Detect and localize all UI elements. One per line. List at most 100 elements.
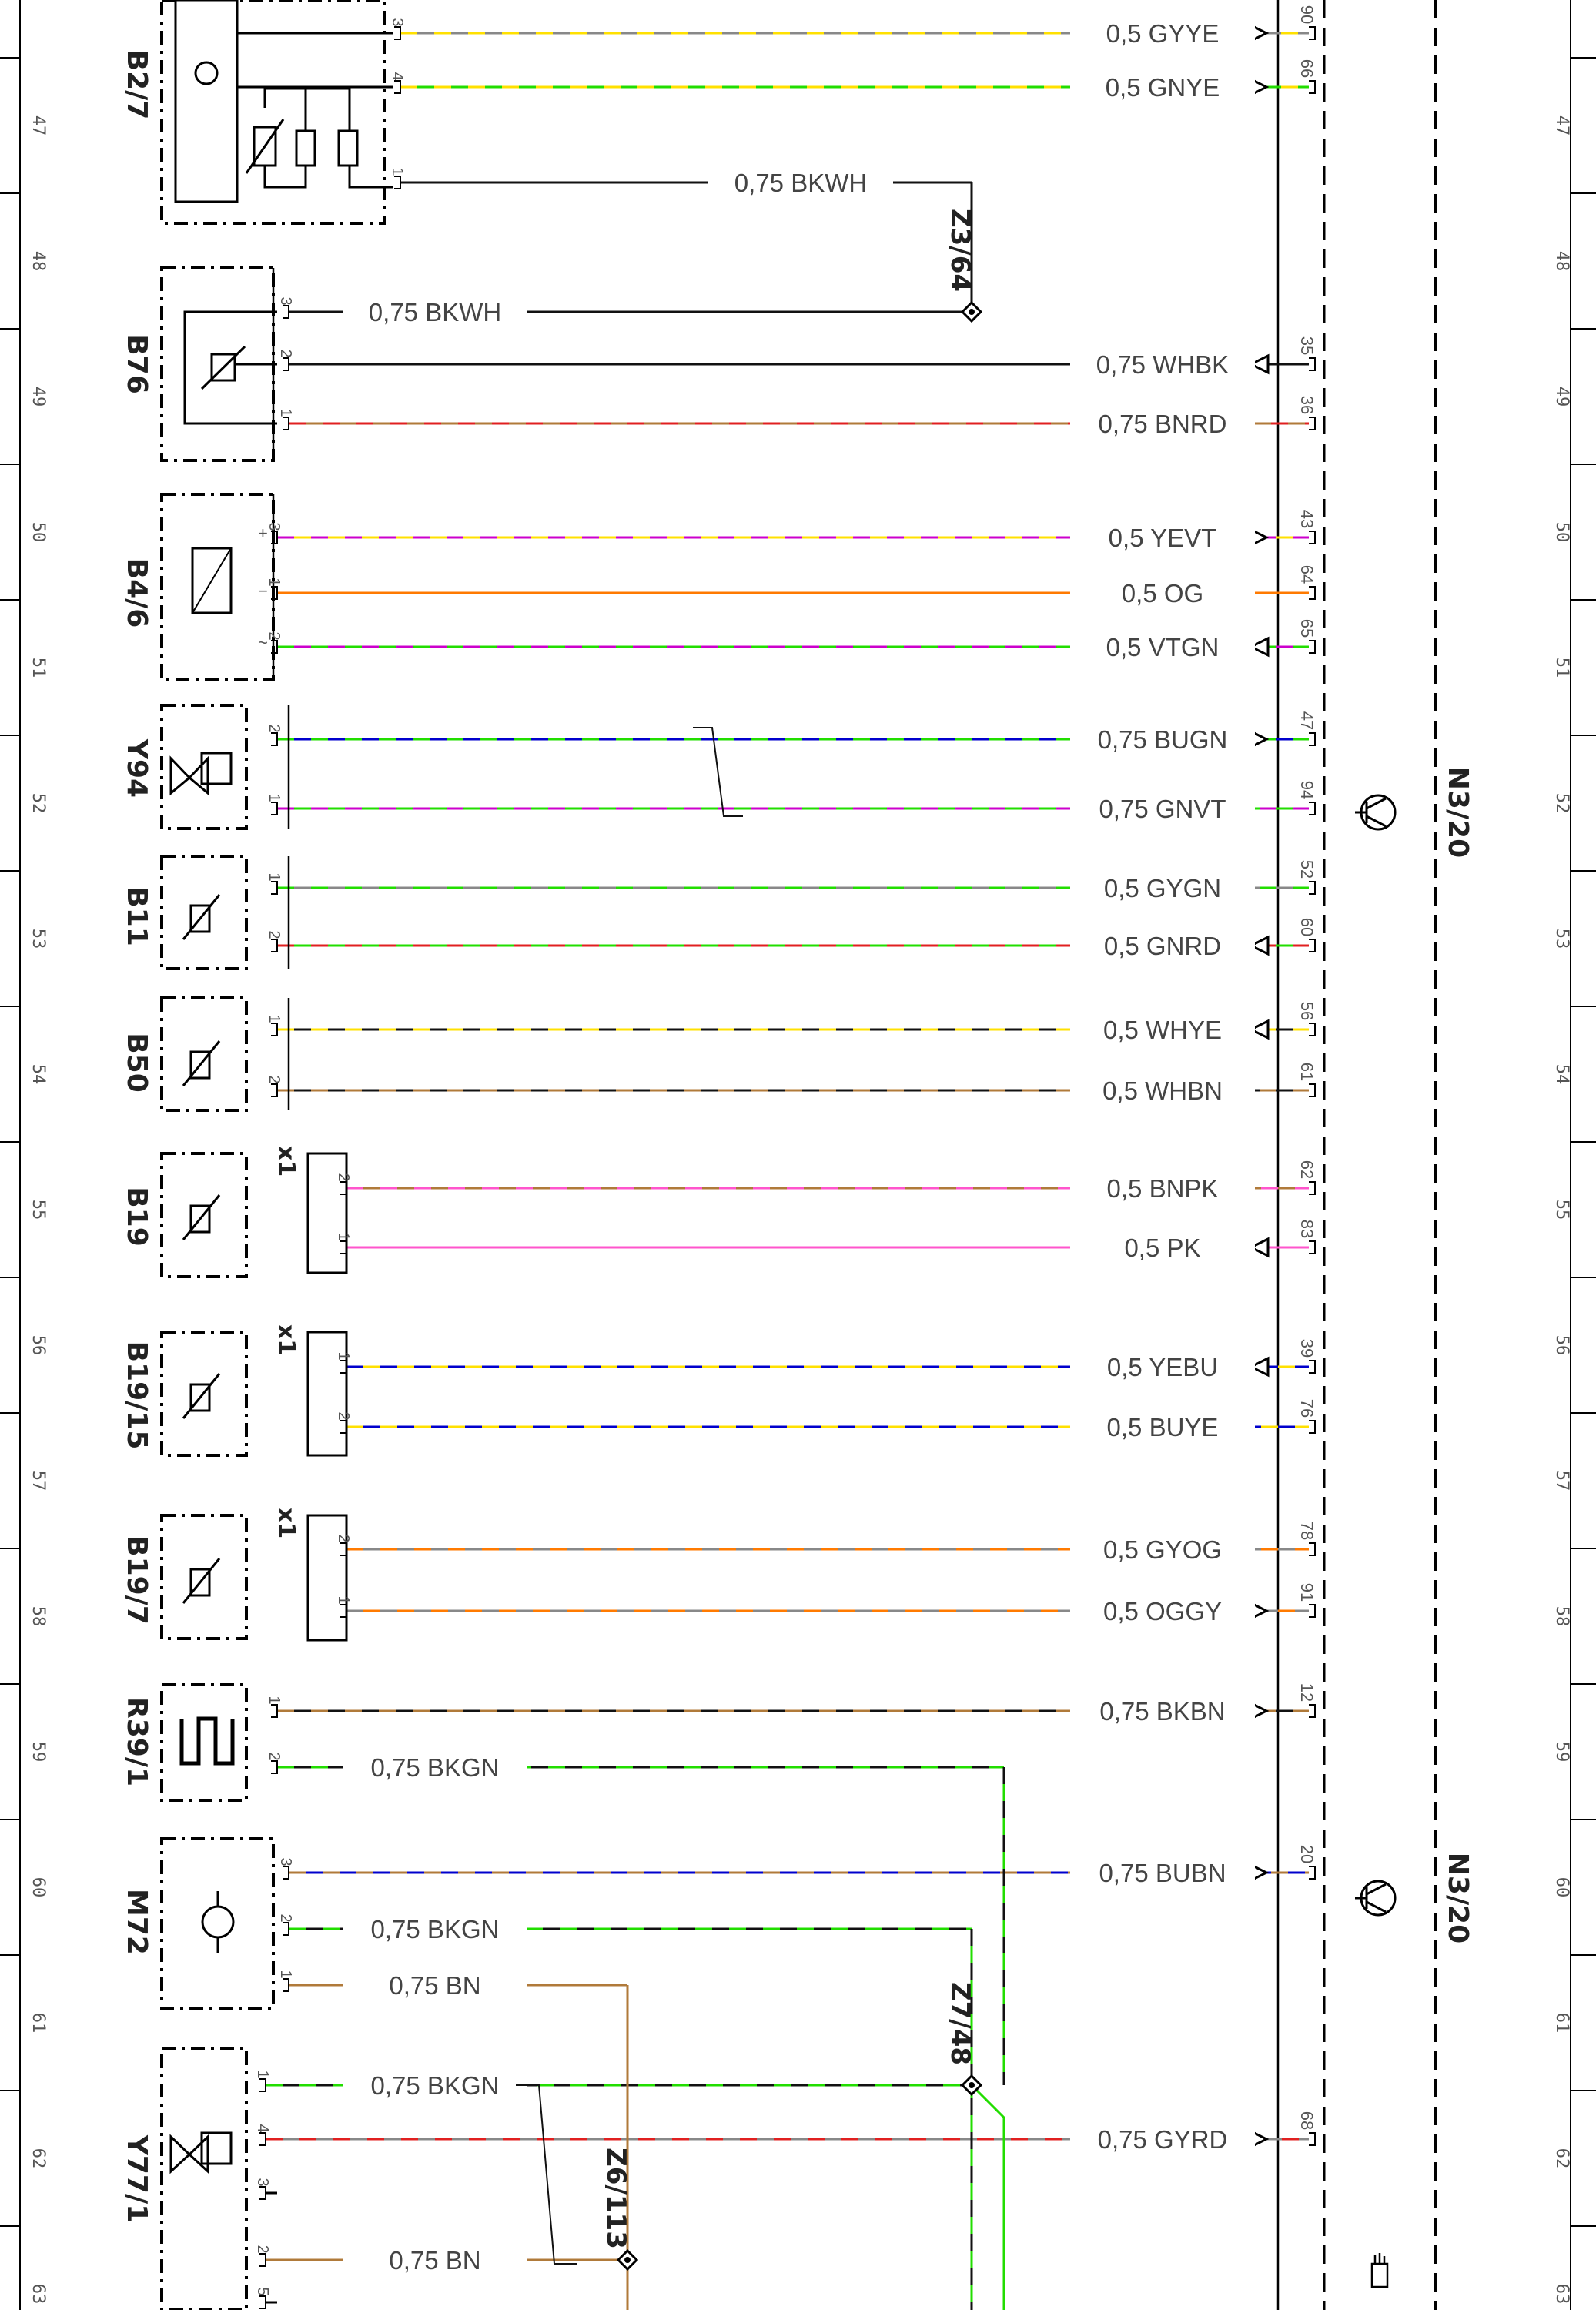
- row-number-left: 55: [28, 1200, 48, 1220]
- wire-label: 0,5 WHBN: [1102, 1076, 1223, 1105]
- hand-palm: [1370, 2262, 1389, 2288]
- component-pin-number: 2: [335, 1411, 352, 1420]
- component-box: [160, 493, 275, 681]
- signal-arrow-left-icon: [1248, 1356, 1270, 1378]
- y94-valve-icon: [169, 755, 209, 796]
- wire-label-bg: [1070, 932, 1255, 959]
- x1-connector-box: [306, 1152, 348, 1274]
- component-label: Y94: [121, 738, 152, 798]
- ecu-pin-socket: [1309, 357, 1316, 371]
- wire-label-bg: [1070, 795, 1255, 822]
- component-box: [160, 1683, 248, 1802]
- transistor-collector: [1366, 797, 1387, 810]
- pin-socket: [283, 1866, 289, 1880]
- splice-dot: [624, 2257, 631, 2263]
- component-label: B19/15: [121, 1341, 152, 1450]
- temp-sensor-arrow: [182, 894, 221, 940]
- component-label: Y77/1: [121, 2134, 152, 2223]
- row-number-left: 63: [28, 2284, 48, 2305]
- wire-label: 0,75 BNRD: [1099, 410, 1227, 438]
- component-box: [160, 1331, 248, 1457]
- component-outline: [160, 493, 275, 681]
- wire-label-bg: [1070, 410, 1255, 437]
- wire-label: 0,75 BKGN: [371, 1753, 500, 1782]
- row-number-right: 59: [1552, 1742, 1571, 1763]
- component-pin-number: 2: [266, 1075, 283, 1083]
- row-number-right: 60: [1552, 1877, 1571, 1898]
- ecu-pin-socket: [1309, 1604, 1316, 1618]
- wire-label-bg: [343, 2071, 527, 2099]
- pin-socket: [259, 2295, 266, 2309]
- pin-socket: [283, 305, 289, 319]
- wire-label: 0,75 GNVT: [1099, 795, 1226, 823]
- component-box: [160, 996, 248, 1112]
- component-pin-number: 3: [277, 296, 294, 305]
- ecu-pin-socket: [1309, 80, 1316, 94]
- transistor-collector: [1366, 1883, 1387, 1896]
- component-pin-number: 2: [335, 1534, 352, 1542]
- splice-dot: [969, 309, 975, 315]
- wire: [283, 1859, 1316, 1886]
- transistor-emitter: [1366, 1900, 1387, 1913]
- wire-label-bg: [1070, 1174, 1255, 1202]
- ecu-pin-socket: [1309, 1420, 1316, 1434]
- ecu-pin-socket: [1309, 640, 1316, 654]
- component-outline: [160, 704, 248, 830]
- row-number-left: 59: [28, 1742, 48, 1763]
- wire: [259, 2071, 972, 2099]
- wire: [259, 2295, 277, 2309]
- wire-label-bg: [1070, 1076, 1255, 1104]
- wire-label: 0,75 BN: [389, 1971, 480, 2000]
- wire: [340, 1535, 1316, 1563]
- m72-motor-icon: [201, 1905, 235, 1939]
- pole-mark: ~: [258, 633, 268, 652]
- row-number-right: 53: [1552, 929, 1571, 949]
- wire: [271, 633, 1316, 661]
- component-outline: [160, 0, 386, 225]
- row-number-left: 48: [28, 251, 48, 272]
- wire: [340, 1353, 1316, 1381]
- row-number-right: 55: [1552, 1200, 1571, 1220]
- wire-label-bg: [1070, 19, 1255, 47]
- wire-label-bg: [343, 1753, 527, 1781]
- b27-resistor: [295, 129, 316, 167]
- component-pin-number: 4: [254, 2124, 271, 2132]
- wire-label-bg: [1070, 1859, 1255, 1886]
- x1-connector-box: [306, 1514, 348, 1642]
- row-number-left: 60: [28, 1877, 48, 1898]
- wire-label: 0,75 GYRD: [1098, 2125, 1228, 2154]
- pin-socket: [271, 732, 278, 746]
- wire-label-bg: [343, 1971, 527, 1999]
- wire: [271, 579, 1316, 607]
- component-outline: [160, 1683, 248, 1802]
- wire: [259, 2186, 277, 2200]
- component-pin-number: 2: [277, 1913, 294, 1922]
- wire-label: 0,5 GYGN: [1104, 874, 1221, 902]
- ecu-pin-socket: [1309, 1023, 1316, 1036]
- splice-label: Z7/48: [945, 1982, 975, 2065]
- ecu-pin-number: 36: [1297, 396, 1317, 414]
- signal-arrow-left-icon: [1248, 353, 1270, 375]
- pin-socket: [271, 1083, 278, 1097]
- row-number-left: 52: [28, 793, 48, 814]
- pin-socket: [394, 26, 401, 40]
- ecu-pin-socket: [1309, 1083, 1316, 1097]
- wire-label-bg: [1070, 1413, 1255, 1441]
- component-pin-number: 1: [254, 2070, 271, 2078]
- wire: [271, 1016, 1316, 1043]
- ecu-pin-number: 62: [1297, 1160, 1317, 1179]
- ecu-pin-number: 83: [1297, 1220, 1317, 1238]
- wire: [394, 169, 972, 196]
- component-box: [160, 1514, 248, 1640]
- transistor-emitter: [1366, 815, 1387, 828]
- ecu-pin-number: 65: [1297, 619, 1317, 638]
- wire: [271, 1697, 1316, 1725]
- component-pin-number: 3: [266, 522, 283, 531]
- wire-label: 0,5 VTGN: [1106, 633, 1220, 661]
- ecu-pin-socket: [1309, 1542, 1316, 1556]
- b27-sensor-body: [174, 0, 239, 203]
- b27-pin-leads: [237, 32, 393, 89]
- ecu-pin-number: 39: [1297, 1339, 1317, 1358]
- ecu-pin-number: 90: [1297, 5, 1317, 24]
